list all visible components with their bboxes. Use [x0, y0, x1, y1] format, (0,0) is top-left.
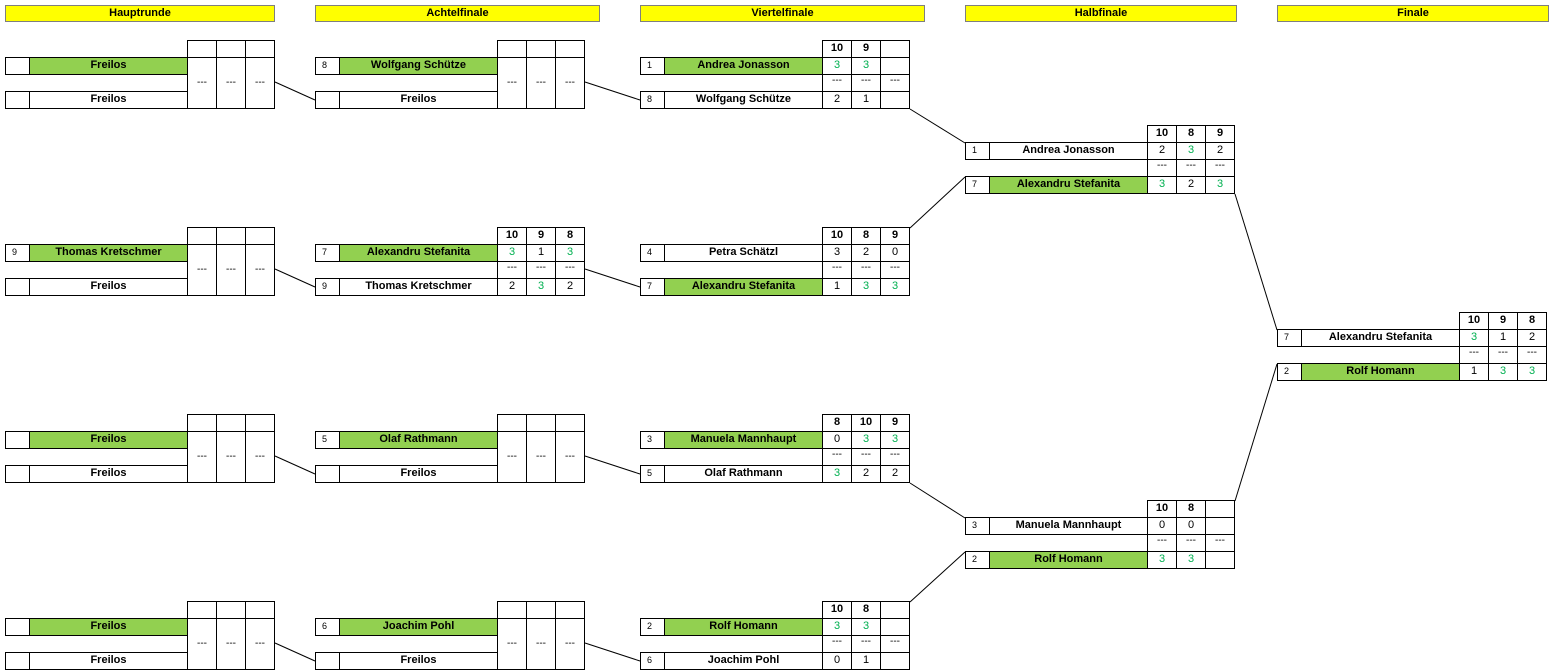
player-seed: 7	[1277, 329, 1302, 347]
player-name: Freilos	[29, 57, 188, 75]
player-name: Thomas Kretschmer	[29, 244, 188, 262]
player-name: Freilos	[29, 278, 188, 296]
set-score: 3	[1147, 176, 1177, 194]
connector-line	[1234, 363, 1278, 502]
set-score-empty: ---	[245, 431, 275, 483]
player-seed: 3	[965, 517, 990, 535]
player-name: Alexandru Stefanita	[1301, 329, 1460, 347]
player-name: Andrea Jonasson	[664, 57, 823, 75]
set-score: 3	[555, 244, 585, 262]
set-score-empty: ---	[555, 57, 585, 109]
set-score-empty: ---	[245, 244, 275, 296]
set-score	[1205, 551, 1235, 569]
player-name: Andrea Jonasson	[989, 142, 1148, 160]
player-name: Joachim Pohl	[339, 618, 498, 636]
set-score-empty: ---	[555, 618, 585, 670]
player-name: Rolf Homann	[1301, 363, 1460, 381]
player-name: Freilos	[29, 465, 188, 483]
connector-line	[584, 268, 641, 288]
set-score: 3	[1147, 551, 1177, 569]
set-score-empty: ---	[187, 244, 217, 296]
player-name: Alexandru Stefanita	[989, 176, 1148, 194]
connector-line	[274, 642, 316, 662]
player-seed: 8	[315, 57, 340, 75]
set-score: 2	[880, 465, 910, 483]
player-name: Alexandru Stefanita	[339, 244, 498, 262]
set-score-empty: ---	[216, 244, 246, 296]
set-score: 2	[1176, 176, 1206, 194]
set-score: 1	[851, 91, 881, 109]
set-score: 1	[822, 278, 852, 296]
player-name: Manuela Mannhaupt	[664, 431, 823, 449]
connector-line	[909, 482, 966, 519]
player-name: Freilos	[29, 91, 188, 109]
player-name: Freilos	[29, 618, 188, 636]
player-name: Wolfgang Schütze	[339, 57, 498, 75]
set-score: 3	[1205, 176, 1235, 194]
connector-line	[909, 176, 966, 229]
player-name: Olaf Rathmann	[339, 431, 498, 449]
set-score-empty: ---	[497, 57, 527, 109]
player-name: Freilos	[339, 465, 498, 483]
set-score: 2	[555, 278, 585, 296]
player-name: Thomas Kretschmer	[339, 278, 498, 296]
connector-line	[909, 108, 966, 144]
connector-line	[274, 81, 316, 101]
connector-line	[274, 268, 316, 288]
round-header-viertelfinale: Viertelfinale	[640, 5, 925, 22]
set-score-empty: ---	[187, 431, 217, 483]
set-separator: ---	[1205, 534, 1235, 552]
player-seed: 2	[640, 618, 665, 636]
set-separator: ---	[555, 261, 585, 279]
round-header-achtelfinale: Achtelfinale	[315, 5, 600, 22]
player-seed: 5	[315, 431, 340, 449]
set-score: 3	[526, 278, 556, 296]
player-seed: 6	[315, 618, 340, 636]
set-score-empty: ---	[497, 431, 527, 483]
player-name: Freilos	[339, 652, 498, 670]
set-score-empty: ---	[555, 431, 585, 483]
set-score-empty: ---	[526, 431, 556, 483]
connector-line	[584, 81, 641, 101]
set-score: 1	[1459, 363, 1489, 381]
set-score: 3	[880, 278, 910, 296]
set-score-empty: ---	[216, 57, 246, 109]
round-header-halbfinale: Halbfinale	[965, 5, 1237, 22]
player-name: Alexandru Stefanita	[664, 278, 823, 296]
set-score-empty: ---	[526, 57, 556, 109]
player-name: Rolf Homann	[664, 618, 823, 636]
player-name: Olaf Rathmann	[664, 465, 823, 483]
player-name: Wolfgang Schütze	[664, 91, 823, 109]
connector-line	[584, 642, 641, 662]
connector-line	[909, 551, 966, 603]
set-score: 2	[1517, 329, 1547, 347]
connector-line	[274, 455, 316, 475]
set-header: 10	[1459, 312, 1489, 330]
player-name: Manuela Mannhaupt	[989, 517, 1148, 535]
set-score-empty: ---	[526, 618, 556, 670]
round-header-finale: Finale	[1277, 5, 1549, 22]
set-score-empty: ---	[245, 618, 275, 670]
set-score	[880, 91, 910, 109]
connector-line	[584, 455, 641, 475]
set-score-empty: ---	[245, 57, 275, 109]
player-name: Freilos	[29, 652, 188, 670]
set-score-empty: ---	[216, 431, 246, 483]
set-score-empty: ---	[497, 618, 527, 670]
round-header-hauptrunde: Hauptrunde	[5, 5, 275, 22]
player-name: Freilos	[339, 91, 498, 109]
player-name: Freilos	[29, 431, 188, 449]
connector-line	[1234, 193, 1278, 331]
set-separator: ---	[1517, 346, 1547, 364]
player-name: Rolf Homann	[989, 551, 1148, 569]
set-score: 3	[1517, 363, 1547, 381]
